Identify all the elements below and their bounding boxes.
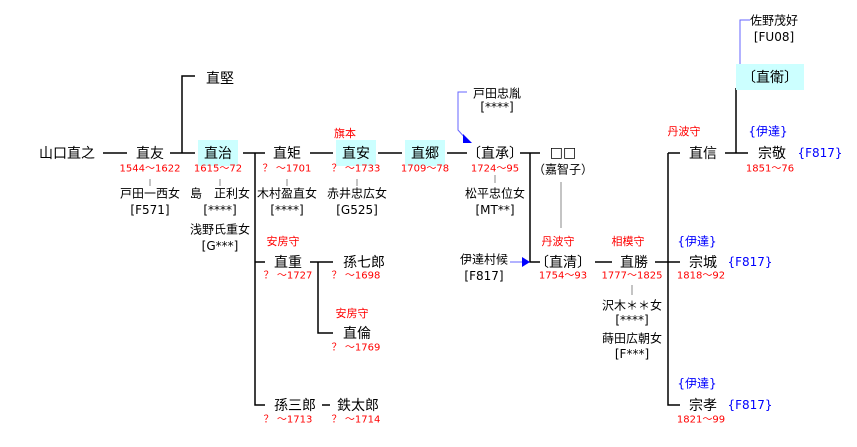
person-naotomo: 直友 [136,146,164,162]
spouse: 蒔田広朝女 [601,331,663,346]
note: （嘉智子） [532,162,594,177]
person-naomori: 〔直衛〕 [736,64,804,90]
clan: {伊達} [677,234,717,249]
spouse-code: [MT**] [475,203,515,217]
person-magosaburo: 孫三郎 [274,398,316,414]
years: ？ 〜1727 [263,270,313,282]
person-naoyuki: 山口直之 [39,146,95,162]
spouse: 松平忠位女 [464,186,526,201]
person-naokatsu: 直勝 [620,255,648,271]
clan: {伊達} [748,124,788,139]
person-naonori: 直矩 [273,146,301,162]
spouse-code: [****] [203,203,237,217]
spouse-code: [****] [270,203,304,217]
person-magoshichiro: 孫七郎 [343,255,385,271]
origin: 伊達村候 [459,252,509,267]
years: 1615〜72 [193,163,243,175]
spouse-code: [F***] [614,347,650,361]
origin-code: [F817] [464,269,504,283]
person-naoyasu: 直安 [336,140,376,166]
years: ？ 〜1713 [263,414,313,426]
spouse-code: [G525] [336,203,378,217]
title: 安房守 [335,307,369,320]
code: {F817} [727,398,773,412]
person-naotsugu: 〔直承〕 [467,146,523,162]
spouse-code: [****] [615,313,649,327]
years: 1544〜1622 [119,163,181,175]
years: ？ 〜1698 [331,270,381,282]
person-munetaka2: 宗孝 [689,398,717,414]
person-unknown: □□ [549,145,577,161]
code: {F817} [797,146,843,160]
person-naomichi: 直倫 [343,326,371,342]
years: 1777〜1825 [601,270,663,282]
years: ？ 〜1733 [331,163,381,175]
spouse-code: [F571] [130,203,170,217]
title: 安房守 [266,235,300,248]
years: ？ 〜1714 [331,414,381,426]
person-naoshige: 直重 [274,255,302,271]
title: 丹波守 [667,125,701,138]
origin-code: [****] [480,100,514,114]
person-naosato: 直郷 [405,140,445,166]
title: 旗本 [334,127,356,140]
years: 1818〜92 [676,270,726,282]
title: 丹波守 [541,235,575,248]
person-naokata: 直堅 [206,71,234,87]
person-naoharu: 直治 [198,140,238,166]
spouse-code: [G***] [201,239,239,253]
spouse: 戸田一西女 [119,186,181,201]
years: 1754〜93 [538,270,588,282]
person-naokiyo: 〔直清〕 [535,255,591,271]
person-munetaka: 宗敬 [758,146,786,162]
title: 相模守 [611,235,645,248]
spouse: 赤井忠広女 [326,186,388,201]
years: 1709〜78 [400,163,450,175]
person-naonobu: 直信 [689,146,717,162]
years: 1821〜99 [676,414,726,426]
years: ？ 〜1701 [262,163,312,175]
spouse: 浅野氏重女 [189,222,251,237]
origin-code: [FU08] [753,30,795,44]
code: {F817} [727,255,773,269]
origin: 佐野茂好 [749,13,799,28]
spouse: 沢木＊＊女 [601,298,663,313]
spouse: 島 正利女 [189,186,251,201]
spouse: 木村盈直女 [256,186,318,201]
years: 1724〜95 [470,163,520,175]
person-tetsutaro: 鉄太郎 [337,398,379,414]
origin: 戸田忠胤 [472,86,522,101]
person-munenari: 宗城 [689,255,717,271]
clan: {伊達} [677,376,717,391]
years: 1851〜76 [745,163,795,175]
years: ？ 〜1769 [331,342,381,354]
